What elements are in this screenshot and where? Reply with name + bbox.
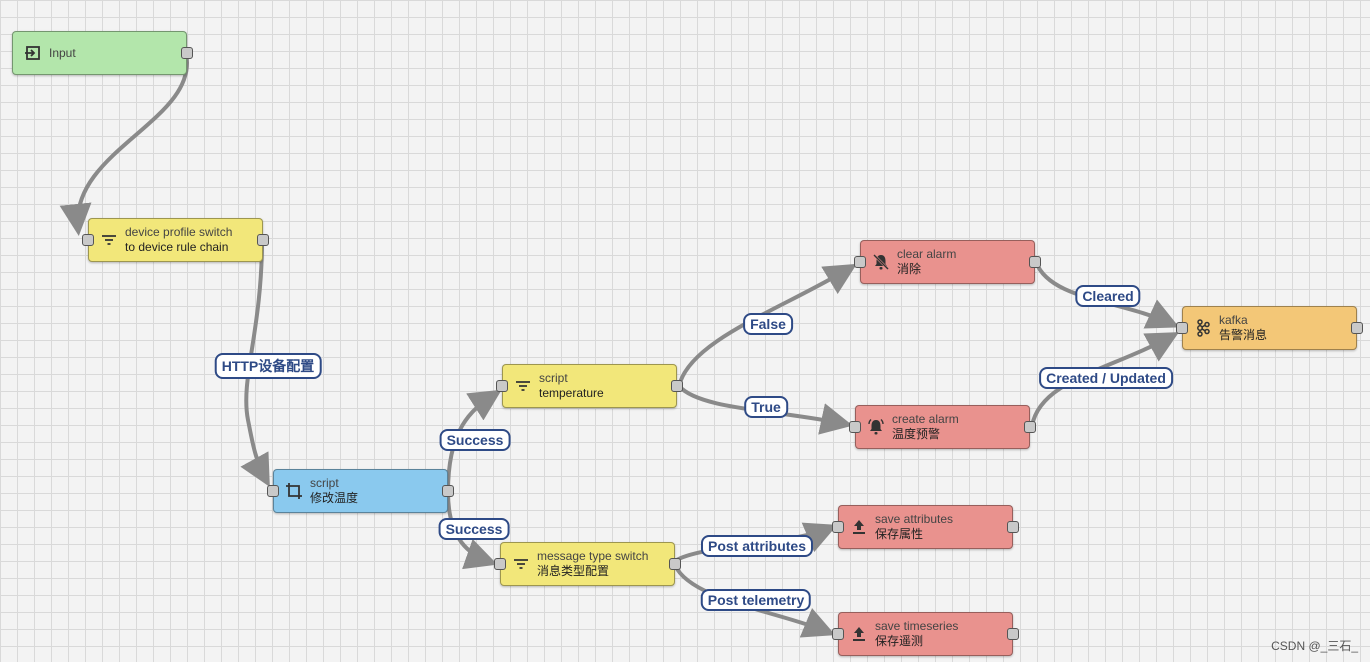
bell-alert-icon: [866, 417, 886, 437]
edge-modify-temp[interactable]: [446, 389, 502, 493]
kafka-icon: [1193, 318, 1213, 338]
node-input[interactable]: Input: [12, 31, 193, 75]
edge-label-created-updated[interactable]: Created / Updated: [1039, 367, 1173, 389]
input-port[interactable]: [849, 421, 861, 433]
node-subtitle: 告警消息: [1219, 328, 1268, 342]
output-port[interactable]: [257, 234, 269, 246]
filter-icon: [99, 230, 119, 250]
edge-temp-clear[interactable]: [677, 263, 857, 387]
node-subtitle: 温度预警: [892, 427, 941, 441]
bell-off-icon: [871, 252, 891, 272]
output-port[interactable]: [1029, 256, 1041, 268]
filter-icon: [511, 554, 531, 574]
edge-label-post-attributes[interactable]: Post attributes: [700, 535, 814, 557]
upload-icon: [849, 624, 869, 644]
upload-icon: [849, 517, 869, 537]
input-port[interactable]: [496, 380, 508, 392]
output-port[interactable]: [1007, 521, 1019, 533]
edge-label-false[interactable]: False: [743, 313, 793, 335]
input-port[interactable]: [1176, 322, 1188, 334]
node-subtitle: 消除: [897, 262, 922, 276]
input-port[interactable]: [832, 521, 844, 533]
node-title: kafka: [1219, 313, 1248, 327]
output-port[interactable]: [1351, 322, 1363, 334]
node-title: clear alarm: [897, 247, 957, 261]
node-title: message type switch: [537, 549, 649, 563]
edge-label-http-profile[interactable]: HTTP设备配置: [214, 353, 322, 379]
node-subtitle: 修改温度: [310, 491, 359, 505]
input-port[interactable]: [494, 558, 506, 570]
input-port[interactable]: [832, 628, 844, 640]
node-subtitle: temperature: [539, 386, 604, 400]
node-subtitle: 保存遥测: [875, 634, 924, 648]
edge-label-cleared[interactable]: Cleared: [1075, 285, 1141, 307]
node-title: script: [539, 371, 568, 385]
output-port[interactable]: [181, 47, 193, 59]
output-port[interactable]: [669, 558, 681, 570]
output-port[interactable]: [1007, 628, 1019, 640]
output-port[interactable]: [1024, 421, 1036, 433]
edge-label-success-msg[interactable]: Success: [438, 518, 510, 540]
input-port[interactable]: [82, 234, 94, 246]
edge-label-success-temp[interactable]: Success: [439, 429, 511, 451]
node-title: save timeseries: [875, 619, 959, 633]
node-subtitle: 保存属性: [875, 527, 924, 541]
input-icon: [23, 43, 43, 63]
edge-label-post-telemetry[interactable]: Post telemetry: [700, 589, 812, 611]
filter-icon: [513, 376, 533, 396]
node-title: Input: [49, 45, 76, 60]
crop-icon: [284, 481, 304, 501]
input-port[interactable]: [854, 256, 866, 268]
node-subtitle: 消息类型配置: [537, 564, 610, 578]
node-title: save attributes: [875, 512, 954, 526]
node-title: create alarm: [892, 412, 959, 426]
node-subtitle: to device rule chain: [125, 240, 229, 254]
watermark: CSDN @_三石_: [1271, 639, 1358, 653]
edge-label-true[interactable]: True: [744, 396, 788, 418]
node-title: script: [310, 476, 339, 490]
edge-modify-msg[interactable]: [446, 491, 498, 570]
output-port[interactable]: [442, 485, 454, 497]
edge-profile-script-modify[interactable]: [240, 239, 270, 488]
edge-input-profile[interactable]: [59, 52, 190, 236]
input-port[interactable]: [267, 485, 279, 497]
output-port[interactable]: [671, 380, 683, 392]
node-title: device profile switch: [125, 225, 233, 239]
